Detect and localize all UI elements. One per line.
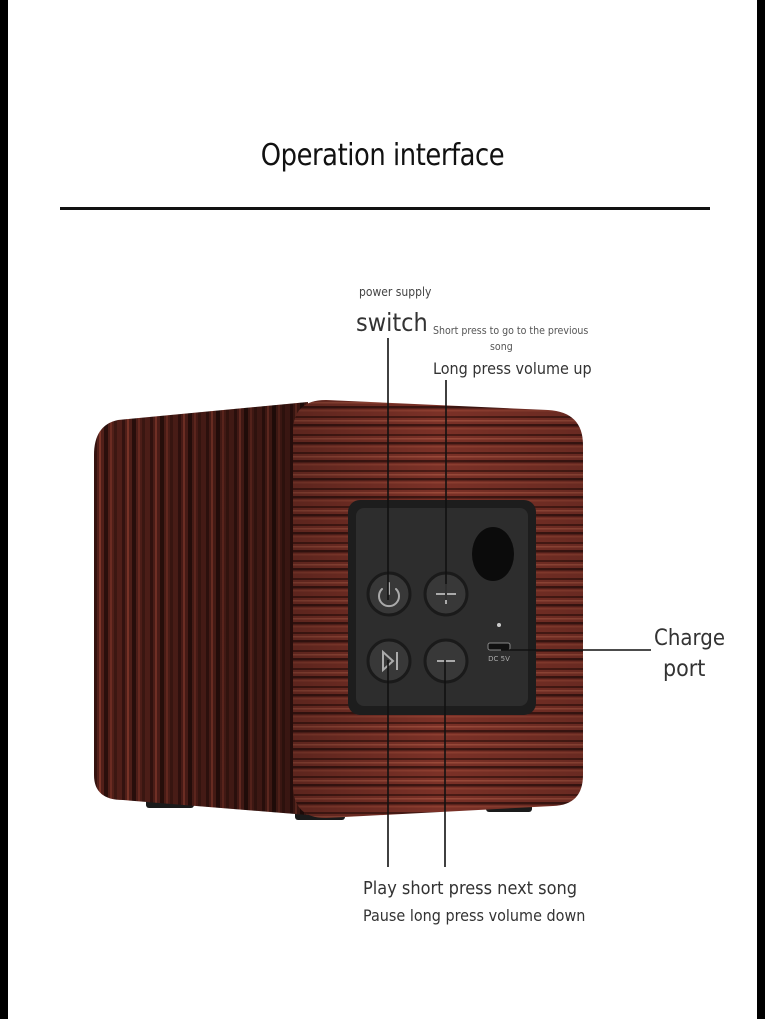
product-page: Operation interface: [8, 0, 757, 1019]
previous-song-label-1: Short press to go to the previous: [433, 325, 589, 337]
speaker-illustration: DC 5V: [94, 338, 651, 867]
play-pause-button[interactable]: [366, 638, 412, 684]
title-divider: [60, 207, 710, 210]
bass-port: [472, 527, 514, 581]
switch-label: switch: [356, 308, 428, 337]
power-icon: [378, 582, 400, 608]
pause-label: Pause long press volume down: [363, 906, 586, 925]
charge-label-1: Charge: [654, 626, 725, 651]
charge-label-2: port: [663, 656, 706, 682]
previous-song-label-2: song: [490, 341, 513, 353]
power-supply-label: power supply: [359, 285, 432, 299]
usb-port-icon: [487, 642, 511, 651]
play-label: Play short press next song: [363, 878, 578, 899]
device-marking: DC 5V: [488, 655, 510, 663]
callout-lines: [387, 338, 651, 867]
page-title: Operation interface: [260, 138, 505, 173]
volume-down-button[interactable]: [423, 638, 469, 684]
power-button[interactable]: [366, 571, 412, 617]
status-led: [497, 623, 501, 627]
volume-up-label: Long press volume up: [433, 359, 592, 378]
